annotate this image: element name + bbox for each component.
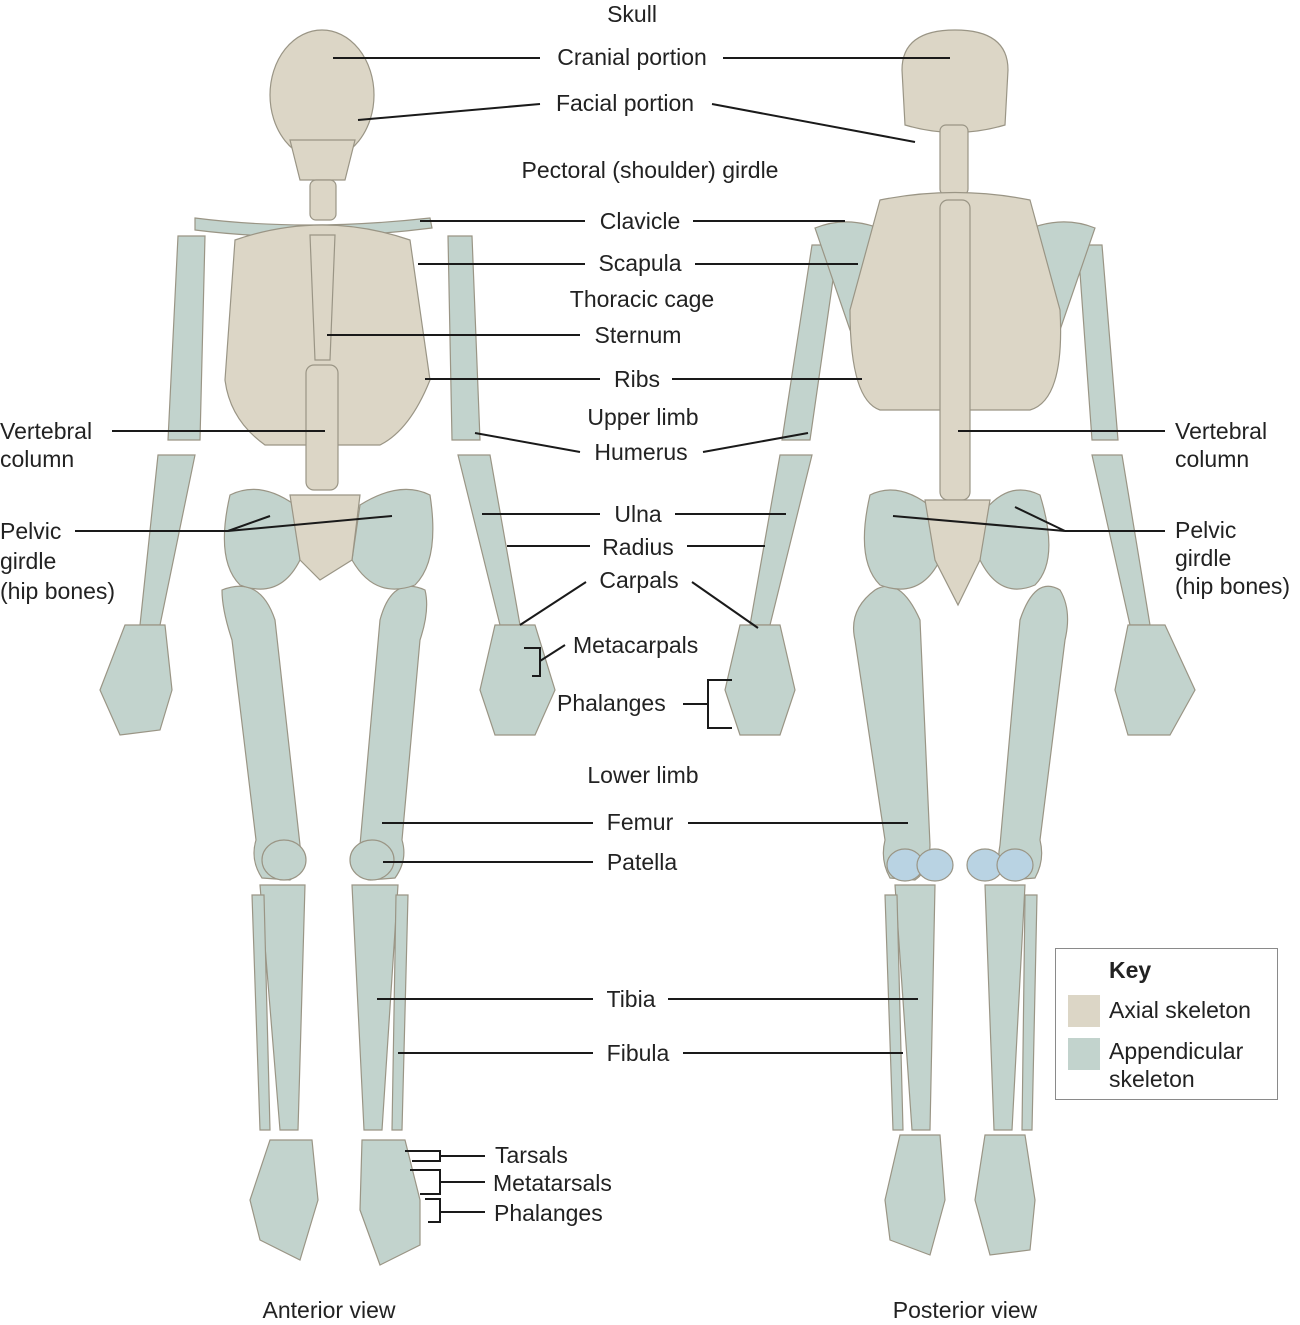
- anterior-skeleton: [99, 29, 556, 1266]
- label-ribs: Ribs: [613, 366, 661, 392]
- label-scapula: Scapula: [598, 250, 682, 276]
- label-anterior-view: Anterior view: [262, 1297, 396, 1323]
- label-vertebral-column-right: Vertebral column: [1175, 418, 1268, 472]
- label-cranial-portion: Cranial portion: [557, 44, 707, 70]
- label-tarsals: Tarsals: [495, 1142, 568, 1168]
- key-title: Key: [1109, 957, 1152, 983]
- label-lower-limb: Lower limb: [587, 762, 699, 788]
- label-metatarsals: Metatarsals: [493, 1170, 612, 1196]
- appendicular-swatch: [1068, 1038, 1100, 1070]
- label-posterior-view: Posterior view: [892, 1297, 1038, 1323]
- posterior-skeleton: [724, 29, 1196, 1256]
- label-carpals: Carpals: [599, 567, 679, 593]
- label-vertebral-column-left: Vertebral column: [0, 418, 93, 472]
- label-humerus: Humerus: [594, 439, 688, 465]
- label-patella: Patella: [606, 849, 678, 875]
- label-ulna: Ulna: [614, 501, 662, 527]
- label-tibia: Tibia: [606, 986, 656, 1012]
- label-facial-portion: Facial portion: [555, 90, 695, 116]
- label-pelvic-girdle-left: Pelvic girdle (hip bones): [0, 518, 116, 604]
- legend-key: Key Axial skeleton Appendicular skeleton: [1055, 948, 1278, 1100]
- label-phalanges-foot: Phalanges: [494, 1200, 603, 1226]
- key-appendicular-label: Appendicular skeleton: [1109, 1038, 1244, 1092]
- label-thoracic-cage: Thoracic cage: [569, 286, 715, 312]
- label-pelvic-girdle-right: Pelvic girdle (hip bones): [1175, 517, 1291, 599]
- label-metacarpals: Metacarpals: [573, 632, 699, 658]
- label-fibula: Fibula: [606, 1040, 670, 1066]
- label-phalanges-hand: Phalanges: [557, 690, 666, 716]
- key-axial-label: Axial skeleton: [1109, 997, 1251, 1023]
- label-upper-limb: Upper limb: [587, 404, 699, 430]
- axial-swatch: [1068, 995, 1100, 1027]
- leader-lines: [75, 57, 1165, 1223]
- label-clavicle: Clavicle: [599, 208, 681, 234]
- label-sternum: Sternum: [594, 322, 682, 348]
- label-skull: Skull: [607, 1, 657, 27]
- label-femur: Femur: [606, 809, 674, 835]
- label-pectoral-girdle: Pectoral (shoulder) girdle: [521, 157, 779, 183]
- label-radius: Radius: [602, 534, 674, 560]
